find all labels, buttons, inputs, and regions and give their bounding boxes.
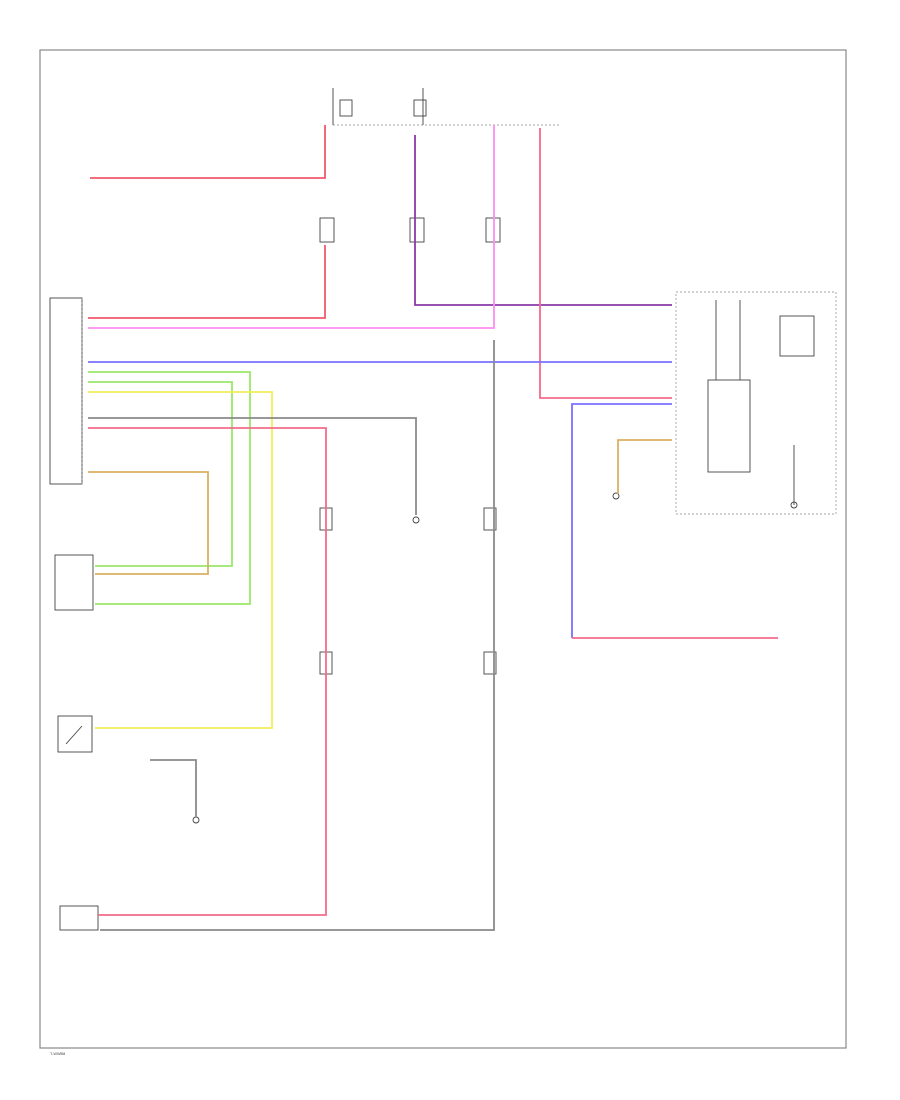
- wire-pink-meter: [539, 128, 672, 399]
- wire-blue-meter: [571, 403, 672, 638]
- wire-green-a: [88, 371, 251, 605]
- wire-grey-right: [100, 340, 495, 931]
- wire-magenta: [88, 125, 495, 329]
- tire-pressure-reset-switch: [57, 715, 93, 753]
- wire-red-ecu: [88, 245, 326, 319]
- dlc3-connector: [59, 905, 99, 931]
- combination-meter: [675, 291, 837, 515]
- wire-pink-dlc: [88, 427, 327, 916]
- tire-pressure-receiver: [54, 554, 94, 611]
- wires: [88, 125, 778, 931]
- ground-points: [192, 492, 620, 824]
- wire-violet: [414, 135, 672, 306]
- fuse-block: [332, 88, 560, 126]
- wire-red-top: [90, 125, 326, 179]
- wire-yellow: [88, 391, 273, 729]
- diagram-border: [39, 49, 847, 1049]
- wire-tan-meter: [617, 439, 672, 494]
- wire-grey: [88, 417, 417, 515]
- wire-grey-reset: [150, 759, 197, 817]
- wire-tan: [88, 471, 209, 575]
- junction-connectors: [319, 217, 501, 675]
- ecu-tire-pressure-warning: [49, 297, 83, 485]
- wire-green-b: [88, 381, 233, 567]
- footer-code: T-WWB8: [50, 1052, 65, 1056]
